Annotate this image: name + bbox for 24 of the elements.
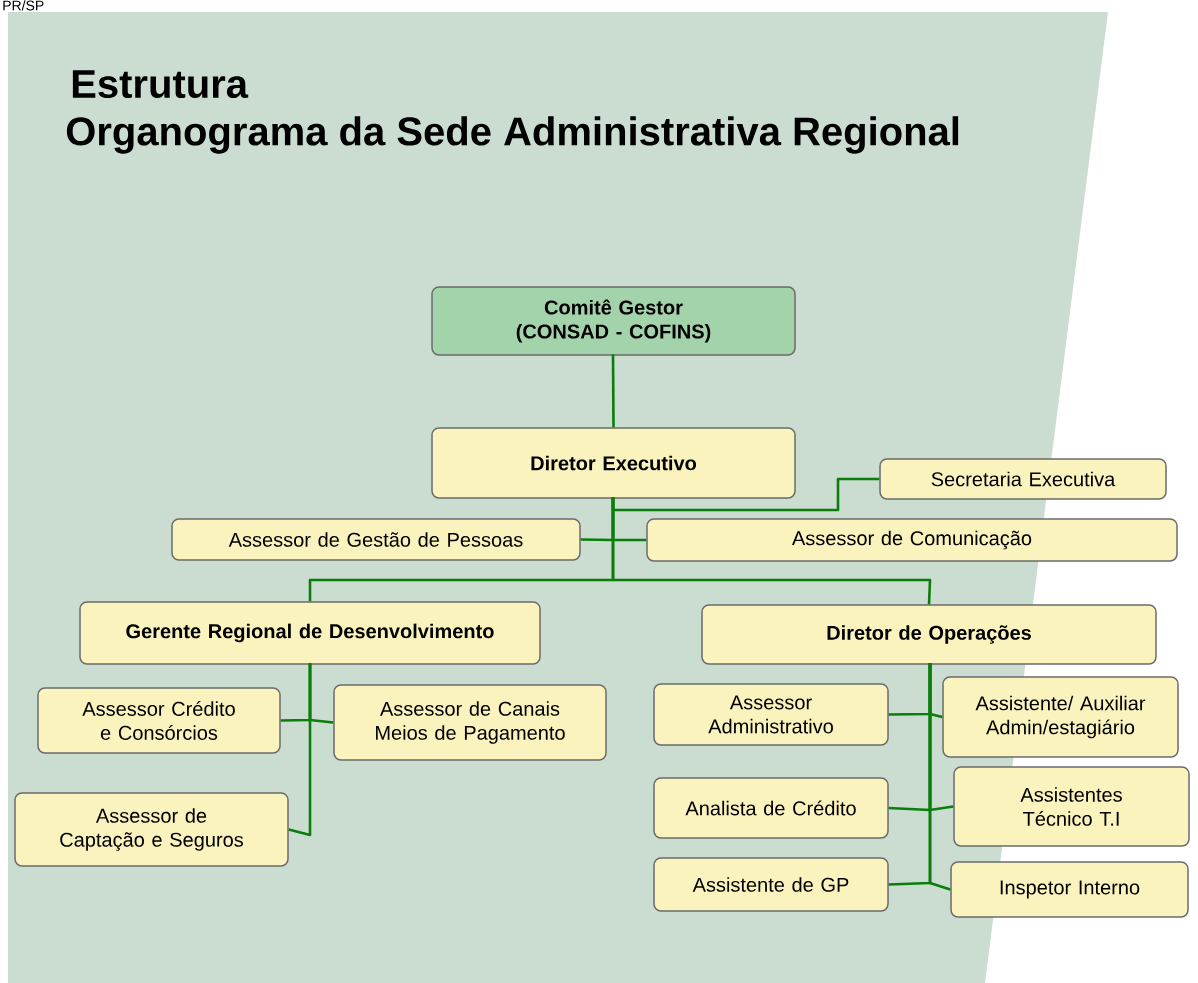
- connector-line: [611, 477, 880, 512]
- position-box: Comitê Gestor (CONSAD - COFINS): [431, 286, 796, 356]
- position-box: Gerente Regional de Desenvolvimento: [79, 601, 541, 665]
- position-box: Assessor de Canais Meios de Pagamento: [333, 684, 607, 761]
- subtitle: Organograma da Sede Administrativa Regional: [66, 116, 959, 154]
- connector-line: [928, 663, 951, 891]
- position-box: Diretor Executivo: [431, 427, 796, 499]
- connector-line: [288, 663, 312, 837]
- position-box: Assessor de Comunicação: [646, 518, 1178, 562]
- position-box: Assessor de Captação e Seguros: [14, 792, 289, 867]
- position-box: Assessor Administrativo: [653, 683, 889, 746]
- position-box: Assessor Crédito e Consórcios: [37, 687, 281, 754]
- position-box: Analista de Crédito: [653, 777, 889, 839]
- region-code: PR/SP: [3, 0, 44, 11]
- position-box: Inspetor Interno: [950, 861, 1189, 918]
- connector-line: [611, 497, 932, 605]
- position-box: Assistente de GP: [653, 857, 889, 912]
- position-box: Assistente/ Auxiliar Admin/estagiário: [942, 676, 1179, 758]
- position-box: Assistentes Técnico T.I: [953, 766, 1190, 847]
- connector-line: [611, 354, 615, 428]
- position-box: Diretor de Operações: [701, 604, 1157, 665]
- title: Estrutura: [72, 70, 249, 99]
- position-box: Secretaria Executiva: [879, 458, 1167, 500]
- position-box: Assessor de Gestão de Pessoas: [171, 518, 581, 561]
